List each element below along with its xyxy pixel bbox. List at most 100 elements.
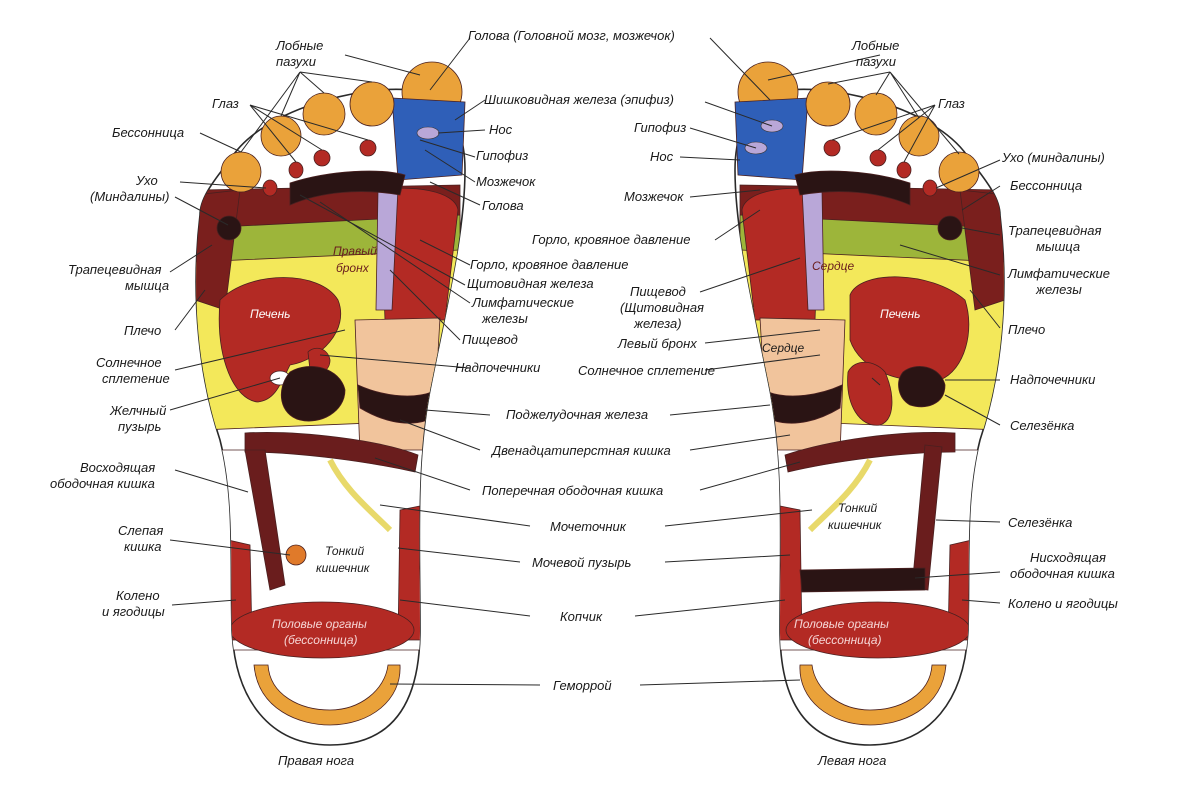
left-labels: Лобные пазухи Глаз Бессонница Ухо (Минда…: [50, 38, 323, 619]
hemorrhoid-arc-r: [253, 664, 401, 726]
label-hemorrhoids: Геморрой: [553, 678, 612, 693]
label-sinuses-r-1: Лобные: [275, 38, 323, 53]
small-intestine-text-l-2: кишечник: [828, 518, 883, 532]
small-intestine-text-r-1: Тонкий: [325, 544, 365, 558]
label-trapezius-l-1: Трапецевидная: [1008, 223, 1101, 238]
label-head-r: Голова: [482, 198, 524, 213]
label-ascending-colon-2: ободочная кишка: [50, 476, 155, 491]
eye-spot-l-2: [869, 149, 887, 167]
label-gallbladder-1: Желчный: [109, 403, 166, 418]
toe-2-l: [805, 81, 851, 127]
label-ear-l: Ухо (миндалины): [1001, 150, 1105, 165]
leader-lines: [169, 37, 1001, 686]
label-pancreas: Поджелудочная железа: [506, 407, 648, 422]
stomach-zone-l: [759, 317, 846, 456]
label-nose-l: Нос: [650, 149, 674, 164]
label-cerebellum-l: Мозжечок: [624, 189, 684, 204]
ureter-l: [807, 458, 873, 533]
label-shoulder-l: Плечо: [1008, 322, 1045, 337]
left-foot-caption: Левая нога: [817, 753, 886, 768]
label-esophagus-l-1: Пищевод: [630, 284, 686, 299]
ear-dark-l: [937, 215, 963, 241]
label-cecum-2: кишка: [124, 539, 162, 554]
label-knee-l: Колено и ягодицы: [1008, 596, 1118, 611]
toe-3-l: [854, 92, 898, 136]
label-solar-r-2: сплетение: [102, 371, 170, 386]
label-head: Голова (Головной мозг, мозжечок): [468, 28, 675, 43]
toe-2-r: [349, 81, 395, 127]
toe-3-r: [302, 92, 346, 136]
label-cecum-1: Слепая: [118, 523, 163, 538]
neck-dark-band-l: [794, 170, 911, 206]
head-zone-l: [734, 97, 809, 181]
genitals-text-l-2: (бессонница): [808, 633, 882, 647]
heart-text-upper: Сердце: [812, 259, 855, 273]
label-lymph-r-2: железы: [481, 311, 528, 326]
right-labels: Лобные пазухи Глаз Ухо (миндалины) Бессо…: [851, 38, 1118, 611]
label-lymph-r-1: Лимфатические: [471, 295, 574, 310]
eye-spot-l-1: [823, 139, 841, 157]
label-esophagus-l-3: железа): [633, 316, 682, 331]
transverse-colon-l: [784, 432, 956, 473]
label-esophagus-l-2: (Щитовидная: [620, 300, 704, 315]
sigmoid-colon-l: [799, 567, 926, 593]
label-ear-r-2: (Миндалины): [90, 189, 169, 204]
liver-text-r: Печень: [250, 307, 291, 321]
kidney-zone-r: [281, 366, 346, 422]
label-spleen-l-1: Селезёнка: [1010, 418, 1074, 433]
label-trapezius-r-1: Трапецевидная: [68, 262, 161, 277]
right-foot: Правый бронх Печень Тонкий кишечник Поло…: [195, 61, 466, 768]
label-sinuses-l-2: пазухи: [856, 54, 896, 69]
right-foot-caption: Правая нога: [278, 753, 354, 768]
genitals-text-r-1: Половые органы: [272, 617, 367, 631]
label-ascending-colon-1: Восходящая: [80, 460, 155, 475]
label-adrenals-l: Надпочечники: [1010, 372, 1095, 387]
label-cerebellum-r: Мозжечок: [476, 174, 536, 189]
label-pineal: Шишковидная железа (эпифиз): [484, 92, 674, 107]
label-esophagus-r: Пищевод: [462, 332, 518, 347]
ascending-colon-r: [244, 449, 286, 591]
label-coccyx: Копчик: [560, 609, 603, 624]
eye-spot-r-1: [359, 139, 377, 157]
genitals-text-r-2: (бессонница): [284, 633, 358, 647]
ear-dark-r: [216, 215, 242, 241]
label-descending-colon-1: Нисходящая: [1030, 550, 1106, 565]
small-intestine-text-l-1: Тонкий: [838, 501, 878, 515]
spleen-zone-l: [847, 361, 893, 426]
label-descending-colon-2: ободочная кишка: [1010, 566, 1115, 581]
label-knee-r-1: Колено: [116, 588, 160, 603]
label-left-bronchus: Левый бронх: [617, 336, 697, 351]
label-eye-l: Глаз: [938, 96, 965, 111]
pancreas-zone-l: [767, 384, 843, 424]
right-bronchus-text-2: бронх: [336, 261, 370, 275]
label-duodenum: Двенадцатиперстная кишка: [490, 443, 671, 458]
eye-spot-l-3: [896, 161, 912, 179]
center-labels: Голова (Головной мозг, мозжечок) Шишкови…: [455, 28, 715, 693]
label-throat-l: Горло, кровяное давление: [532, 232, 691, 247]
heart-text-lower: Сердце: [762, 341, 805, 355]
label-sinuses-l-1: Лобные: [851, 38, 899, 53]
label-eye-r: Глаз: [212, 96, 239, 111]
label-throat-r: Горло, кровяное давление: [470, 257, 629, 272]
descending-colon-l: [911, 444, 943, 591]
eye-spot-r-2: [313, 149, 331, 167]
pineal-spot-r: [416, 126, 440, 140]
label-pituitary-r: Гипофиз: [476, 148, 528, 163]
ear-spot-l: [922, 179, 938, 197]
label-ureter: Мочеточник: [550, 519, 627, 534]
label-thyroid-r: Щитовидная железа: [467, 276, 594, 291]
label-insomnia-l: Бессонница: [1010, 178, 1082, 193]
label-nose-r: Нос: [489, 122, 513, 137]
small-intestine-text-r-2: кишечник: [316, 561, 371, 575]
ureter-r: [327, 458, 393, 533]
hemorrhoid-arc-l: [799, 664, 947, 726]
label-trapezius-r-2: мышца: [125, 278, 169, 293]
label-sinuses-r-2: пазухи: [276, 54, 316, 69]
label-bladder: Мочевой пузырь: [532, 555, 631, 570]
label-adrenals-r: Надпочечники: [455, 360, 540, 375]
label-shoulder-r: Плечо: [124, 323, 161, 338]
stomach-zone-r: [354, 317, 441, 456]
label-ear-r-1: Ухо: [135, 173, 158, 188]
label-spleen-l-2: Селезёнка: [1008, 515, 1072, 530]
